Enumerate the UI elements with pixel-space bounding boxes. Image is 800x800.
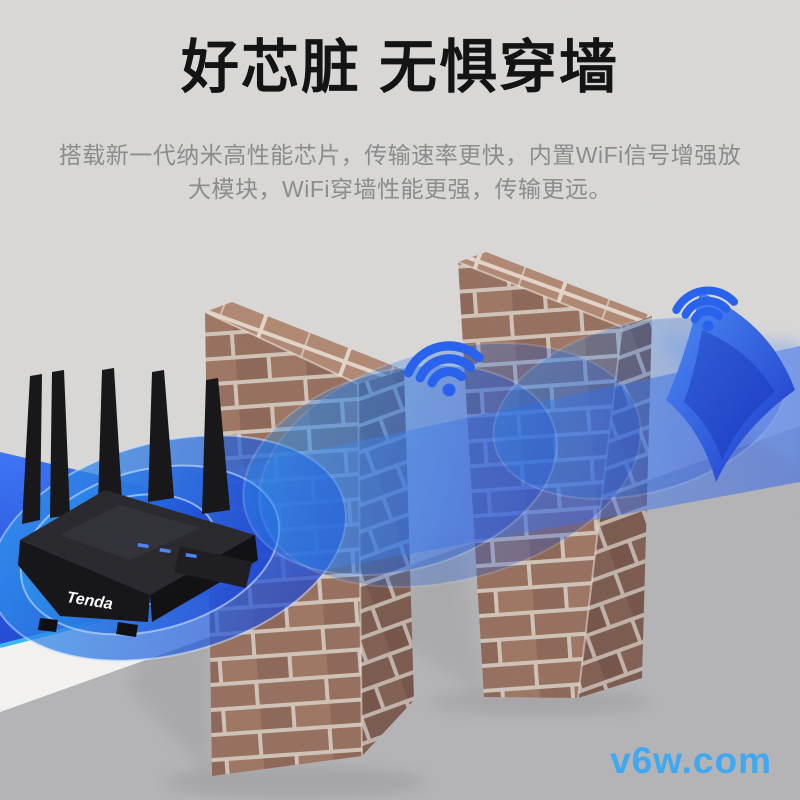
subtitle-line-1: 搭载新一代纳米高性能芯片，传输速率更快，内置WiFi信号增强放 xyxy=(58,142,742,168)
subtitle: 搭载新一代纳米高性能芯片，传输速率更快，内置WiFi信号增强放 大模块，WiFi… xyxy=(0,138,800,206)
subtitle-line-2: 大模块，WiFi穿墙性能更强，传输更远。 xyxy=(188,176,612,202)
watermark: v6w.com xyxy=(610,740,772,781)
headline: 好芯脏 无惧穿墙 xyxy=(180,35,620,100)
